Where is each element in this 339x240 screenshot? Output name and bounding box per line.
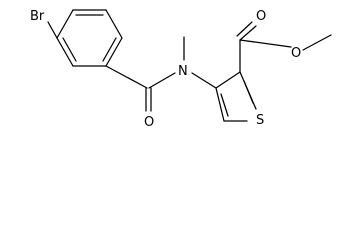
bond-c-br [47, 21, 58, 39]
chemical-structure: Br O N O O S [30, 9, 332, 130]
bond [102, 37, 117, 62]
bond [105, 37, 123, 67]
bond [215, 87, 225, 122]
bond-ester-o [239, 39, 292, 48]
bond [56, 37, 74, 67]
bond [62, 37, 77, 62]
atom-label-br: Br [30, 9, 45, 24]
atom-label-ester-ether-o: O [291, 46, 301, 61]
bond-ester-carbonyl [236, 21, 253, 37]
bromophenyl-ring [56, 9, 123, 67]
bond-ring-carbonyl [105, 65, 148, 89]
bond [215, 71, 241, 89]
atom-label-s: S [256, 113, 264, 128]
bond-ester-carbonyl [239, 25, 257, 41]
bond-carbonyl-n [148, 72, 176, 89]
atom-label-ester-carbonyl-o: O [256, 9, 266, 24]
bond [105, 9, 123, 39]
atom-label-amide-o: O [144, 115, 154, 130]
thiophene-ring [215, 71, 257, 122]
bond [56, 9, 74, 39]
atom-label-n: N [178, 64, 188, 79]
bond [243, 80, 254, 104]
bond-n-thiophene [191, 72, 217, 89]
bond-o-methyl [302, 34, 332, 51]
bond [220, 93, 229, 117]
